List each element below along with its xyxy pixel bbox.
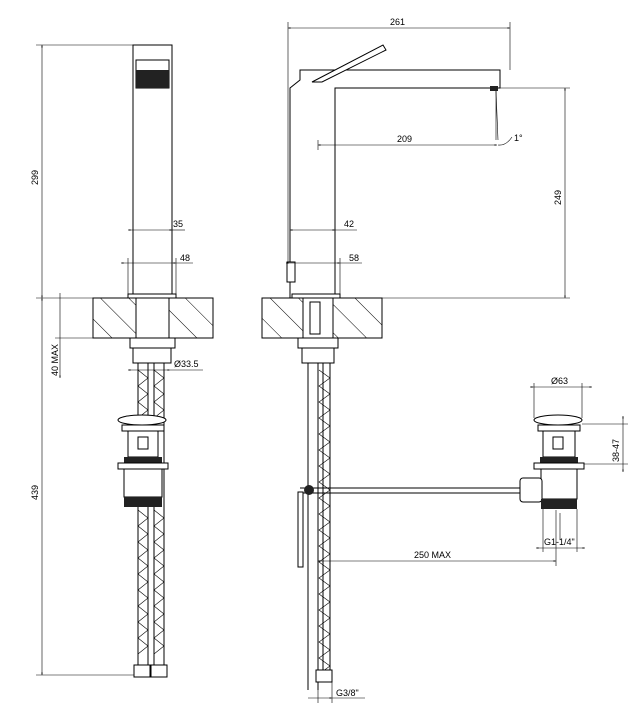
dimension-g3-8: G3/8" bbox=[308, 682, 365, 703]
dimension-261: 261 bbox=[287, 17, 511, 262]
front-view: 299 439 40 MAX 35 48 Ø33.5 bbox=[30, 44, 214, 678]
pop-up-rod bbox=[297, 485, 520, 568]
svg-text:299: 299 bbox=[30, 170, 40, 185]
svg-text:Ø63: Ø63 bbox=[551, 376, 568, 386]
dimension-40-max: 40 MAX bbox=[50, 293, 93, 378]
svg-text:58: 58 bbox=[349, 253, 359, 263]
dimension-diameter-63: Ø63 bbox=[530, 376, 592, 418]
aerator bbox=[490, 86, 498, 91]
svg-text:261: 261 bbox=[390, 17, 405, 27]
svg-text:Ø33.5: Ø33.5 bbox=[174, 359, 199, 369]
svg-text:G1-1/4": G1-1/4" bbox=[544, 537, 575, 547]
svg-text:439: 439 bbox=[30, 485, 40, 500]
braided-hoses bbox=[133, 363, 168, 678]
svg-text:249: 249 bbox=[553, 190, 563, 205]
braided-hoses-side bbox=[307, 363, 333, 690]
dimension-g1-1-4: G1-1/4" bbox=[536, 509, 585, 552]
dimension-angle-1: 1° bbox=[497, 133, 523, 146]
svg-text:42: 42 bbox=[344, 219, 354, 229]
svg-text:G3/8": G3/8" bbox=[336, 688, 359, 698]
dimension-42: 42 bbox=[290, 219, 357, 231]
pop-up-drain-front bbox=[117, 414, 169, 507]
svg-text:250 MAX: 250 MAX bbox=[414, 550, 451, 560]
svg-text:48: 48 bbox=[180, 253, 190, 263]
lever-handle bbox=[311, 44, 387, 83]
dimension-249: 249 bbox=[382, 87, 570, 299]
svg-text:38-47: 38-47 bbox=[611, 439, 621, 462]
svg-text:1°: 1° bbox=[514, 133, 523, 143]
faucet-base-front bbox=[127, 293, 177, 299]
dimension-diameter-33-5: Ø33.5 bbox=[128, 359, 203, 371]
dimension-48: 48 bbox=[121, 253, 193, 294]
dimension-250-max: 250 MAX bbox=[318, 510, 557, 566]
dimension-299: 299 bbox=[30, 44, 133, 298]
mount-nut bbox=[129, 337, 176, 349]
spout-and-body bbox=[289, 69, 501, 299]
svg-text:209: 209 bbox=[397, 134, 412, 144]
dimension-38-47: 38-47 bbox=[582, 416, 628, 472]
dimension-209: 209 bbox=[317, 134, 497, 150]
rod-knob bbox=[304, 485, 314, 495]
svg-text:35: 35 bbox=[173, 219, 183, 229]
dimension-35: 35 bbox=[128, 219, 185, 231]
dimension-58: 58 bbox=[286, 253, 362, 294]
side-view: 261 209 1° 249 42 58 bbox=[261, 17, 628, 703]
svg-text:40 MAX: 40 MAX bbox=[50, 344, 60, 376]
dimension-439: 439 bbox=[30, 297, 134, 676]
pop-up-drain-side bbox=[519, 414, 585, 509]
